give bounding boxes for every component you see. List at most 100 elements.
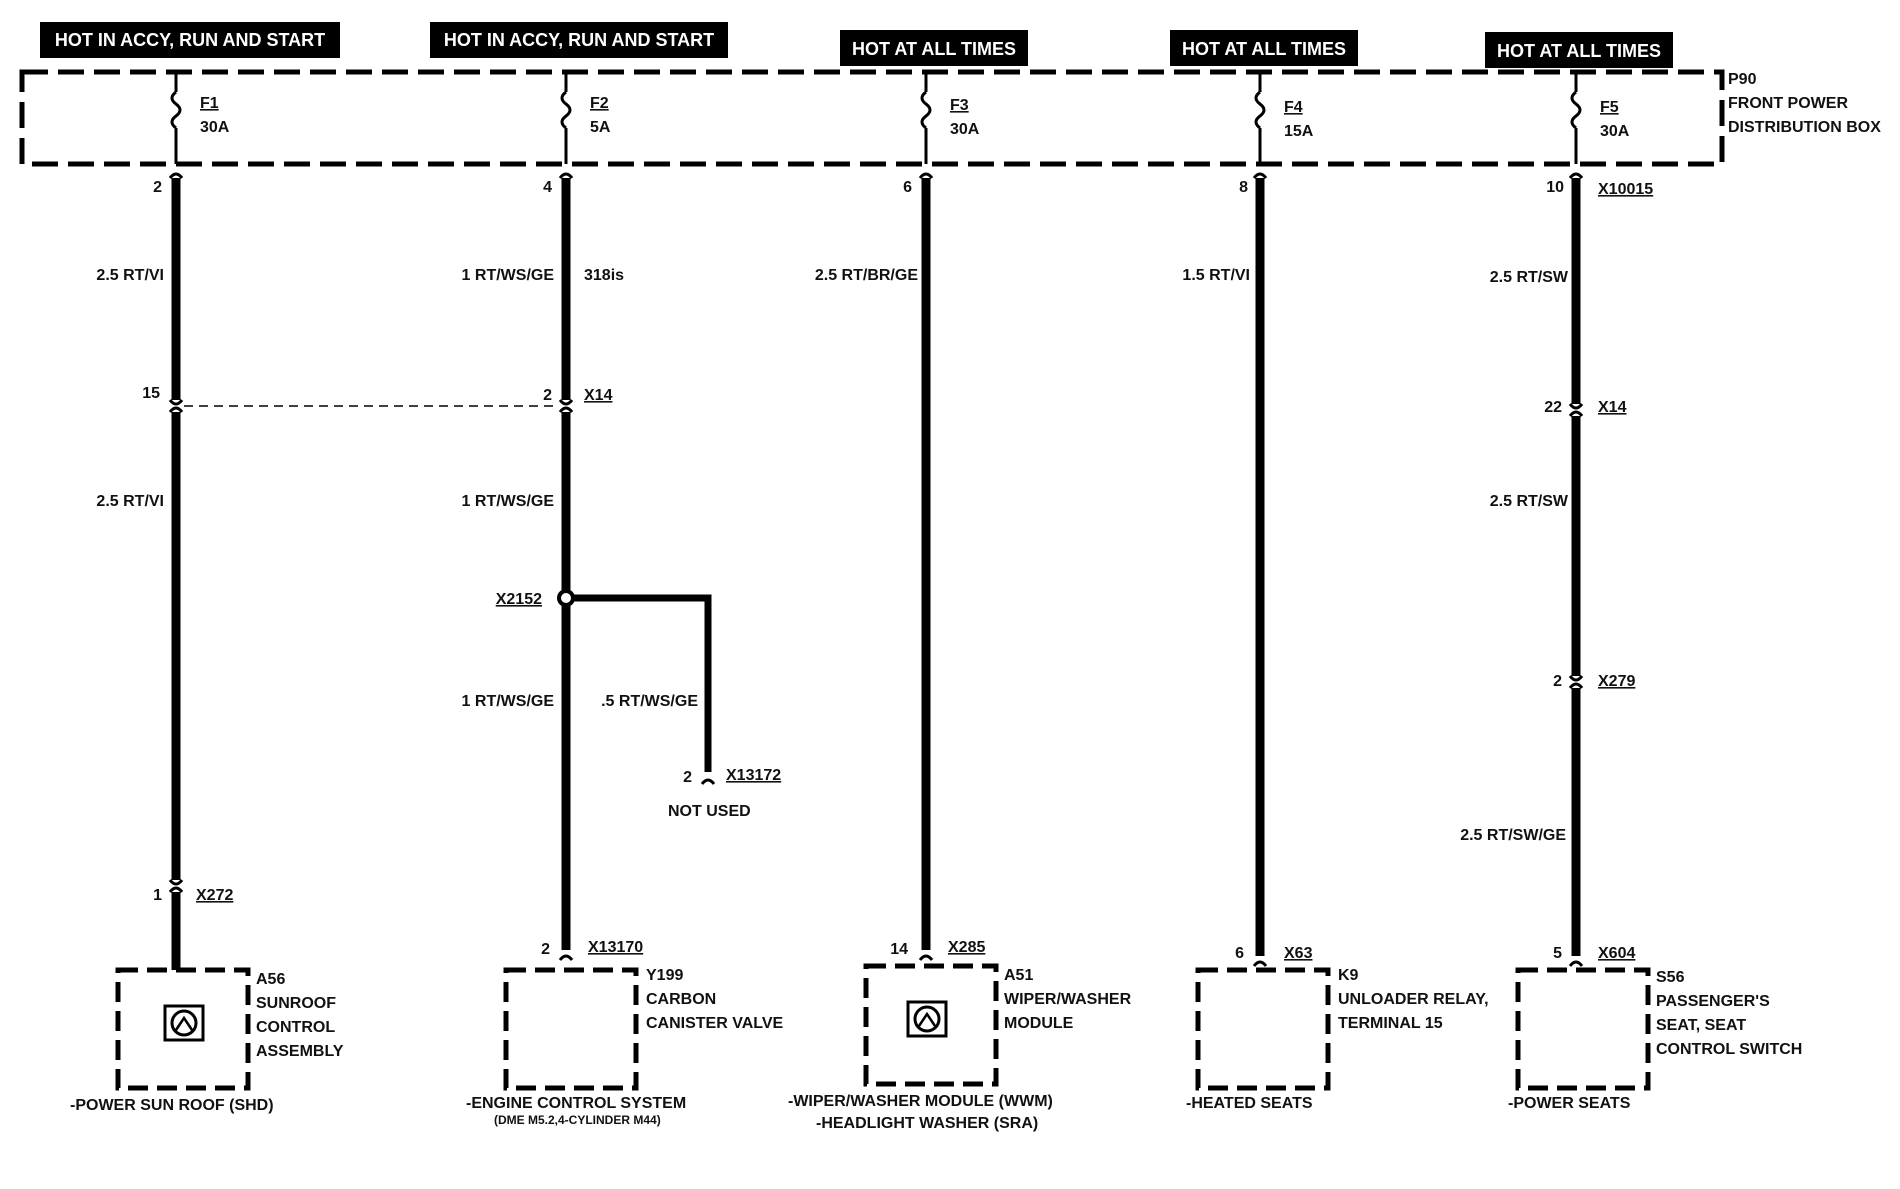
connector-symbol	[918, 954, 934, 961]
inline-pin-22: 22	[1544, 399, 1562, 416]
component-a51-id: A51	[1004, 967, 1033, 984]
motor-icon	[163, 1004, 205, 1042]
fuse-f4-amps: 15A	[1284, 123, 1314, 140]
wire-label-c4-1: 1.5 RT/VI	[1182, 267, 1250, 284]
component-y199-line2: CANISTER VALVE	[646, 1015, 784, 1032]
wire-label-c5-2: 2.5 RT/SW	[1490, 493, 1569, 510]
connector-x14-c2: X14	[584, 387, 613, 404]
component-y199-line1: CARBON	[646, 991, 716, 1008]
component-s56-line1: PASSENGER'S	[1656, 993, 1770, 1010]
header-label-4: HOT AT ALL TIMES	[1182, 39, 1346, 59]
end-pin-14: 14	[890, 941, 908, 958]
wire-label-c2-1: 1 RT/WS/GE	[462, 267, 555, 284]
header-banner-4	[1170, 30, 1358, 66]
fuse-f2-amps: 5A	[590, 119, 611, 136]
connector-symbol	[1568, 172, 1584, 179]
component-a51-line1: WIPER/WASHER	[1004, 991, 1132, 1008]
circuit-5: 10 X10015 2.5 RT/SW 22 X14 2.5 RT/SW 2 X…	[1460, 172, 1802, 1112]
variant-note-318is: 318is	[584, 267, 624, 284]
connector-symbol	[168, 399, 184, 413]
header-label-3: HOT AT ALL TIMES	[852, 39, 1016, 59]
header-label-1: HOT IN ACCY, RUN AND START	[55, 30, 325, 50]
box-name-line1: FRONT POWER	[1728, 95, 1848, 112]
fuse-f5-label: F5	[1600, 99, 1619, 116]
component-y199-id: Y199	[646, 967, 683, 984]
wire-label-c1-2: 2.5 RT/VI	[96, 493, 164, 510]
splice-dot	[557, 589, 575, 607]
system-label-headlight-washer: -HEADLIGHT WASHER (SRA)	[816, 1115, 1038, 1132]
wire-label-c2-3: 1 RT/WS/GE	[462, 693, 555, 710]
connector-symbol	[558, 954, 574, 961]
component-a56-id: A56	[256, 971, 285, 988]
header-label-5: HOT AT ALL TIMES	[1497, 41, 1661, 61]
wire-label-c2-2: 1 RT/WS/GE	[462, 493, 555, 510]
connector-pin-1: 1	[153, 887, 162, 904]
fuse-f3-label: F3	[950, 97, 969, 114]
power-distribution-box	[19, 69, 1725, 167]
component-k9-box	[1195, 967, 1331, 1091]
box-pin-6: 6	[903, 179, 912, 196]
connector-symbol	[1252, 172, 1268, 179]
component-k9-line1: UNLOADER RELAY,	[1338, 991, 1489, 1008]
box-id: P90	[1728, 71, 1757, 88]
system-label-engine: -ENGINE CONTROL SYSTEM	[466, 1095, 686, 1112]
branch-pin-2: 2	[683, 769, 692, 786]
component-k9-line2: TERMINAL 15	[1338, 1015, 1443, 1032]
connector-symbol	[1568, 960, 1584, 967]
fuse-f5: F5 30A	[1570, 72, 1630, 164]
branch-wire	[574, 594, 712, 772]
header-label-2: HOT IN ACCY, RUN AND START	[444, 30, 714, 50]
connector-x13172: X13172	[726, 767, 781, 784]
connector-x14-c5: X14	[1598, 399, 1627, 416]
wire-label-c3-1: 2.5 RT/BR/GE	[815, 267, 918, 284]
component-s56-line3: CONTROL SWITCH	[1656, 1041, 1802, 1058]
motor-icon	[906, 1000, 948, 1038]
box-pin-10: 10	[1546, 179, 1564, 196]
fuse-f3-amps: 30A	[950, 121, 980, 138]
system-label-wiper: -WIPER/WASHER MODULE (WWM)	[788, 1093, 1053, 1110]
system-label-power-seats: -POWER SEATS	[1508, 1095, 1631, 1112]
circuit-2: 4 1 RT/WS/GE 318is 2 X14 1 RT/WS/GE X215…	[462, 172, 784, 1127]
connector-symbol	[558, 399, 574, 413]
component-a56-line2: CONTROL	[256, 1019, 335, 1036]
branch-wire-label: .5 RT/WS/GE	[601, 693, 698, 710]
fuse-f3: F3 30A	[920, 72, 980, 164]
connector-symbol	[1568, 403, 1584, 417]
system-sublabel-engine: (DME M5.2,4-CYLINDER M44)	[494, 1113, 661, 1127]
end-pin-2: 2	[541, 941, 550, 958]
connector-x63: X63	[1284, 945, 1313, 962]
fuse-f1-label: F1	[200, 95, 219, 112]
box-name-line2: DISTRIBUTION BOX	[1728, 119, 1881, 136]
fuse-f2-label: F2	[590, 95, 609, 112]
end-pin-6: 6	[1235, 945, 1244, 962]
connector-x285: X285	[948, 939, 985, 956]
system-label-sunroof: -POWER SUN ROOF (SHD)	[70, 1097, 274, 1114]
system-label-heated-seats: -HEATED SEATS	[1186, 1095, 1313, 1112]
inline-pin-2: 2	[543, 387, 552, 404]
connector-symbol	[558, 172, 574, 179]
component-a56-line3: ASSEMBLY	[256, 1043, 344, 1060]
branch-not-used: NOT USED	[668, 803, 751, 820]
connector-symbol	[1568, 675, 1584, 689]
inline-pin-2-c5: 2	[1553, 673, 1562, 690]
end-pin-5: 5	[1553, 945, 1562, 962]
wire-label-c5-3: 2.5 RT/SW/GE	[1460, 827, 1566, 844]
connector-symbol	[918, 172, 934, 179]
fuse-f1-amps: 30A	[200, 119, 230, 136]
header-banner-3	[840, 30, 1028, 66]
box-pin-8: 8	[1239, 179, 1248, 196]
connector-symbol	[700, 778, 716, 785]
connector-symbol	[168, 172, 184, 179]
component-s56-line2: SEAT, SEAT	[1656, 1017, 1746, 1034]
circuit-4: 8 1.5 RT/VI 6 X63 K9 UNLOADER RELAY, TER…	[1182, 172, 1489, 1112]
connector-symbol	[168, 879, 184, 893]
component-k9-id: K9	[1338, 967, 1359, 984]
connector-x604: X604	[1598, 945, 1635, 962]
fuse-f2: F2 5A	[560, 72, 611, 164]
wire-label-c1-1: 2.5 RT/VI	[96, 267, 164, 284]
connector-x272: X272	[196, 887, 233, 904]
fuse-f5-amps: 30A	[1600, 123, 1630, 140]
header-banner-5	[1485, 32, 1673, 68]
